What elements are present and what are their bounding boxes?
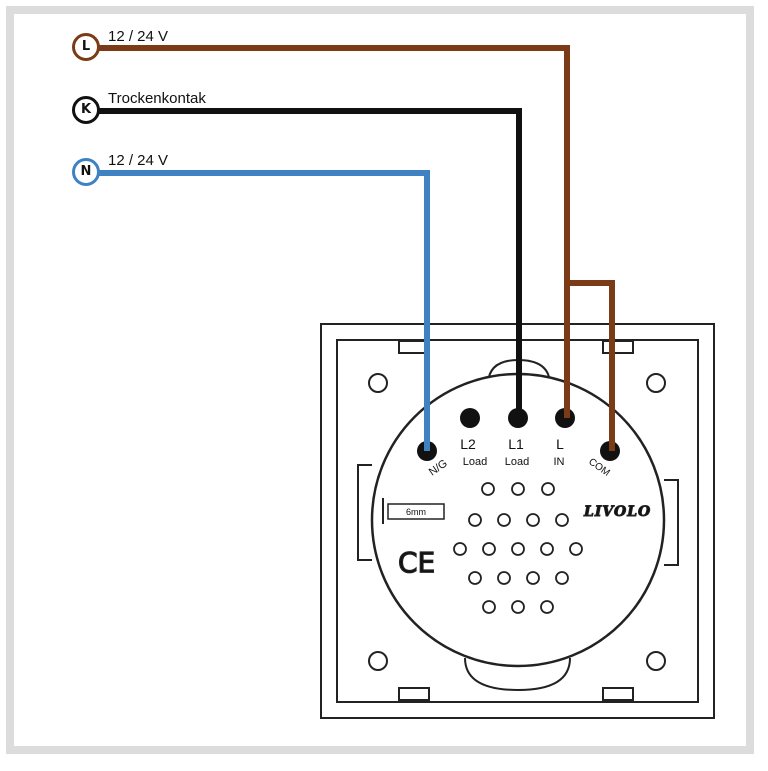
vent-holes [453,482,583,614]
brand-logo: LIVOLO [583,504,651,520]
screw-hole [368,373,388,393]
plate-tab [398,687,430,701]
dry-contact-badge: K [72,96,100,124]
screw-hole [368,651,388,671]
plate-tab [602,340,634,354]
terminal-label-l1: L1 [508,436,524,452]
screw-hole [646,373,666,393]
ce-mark: CE [398,546,435,579]
wire-label-k: Trockenkontak [108,90,206,107]
strip-gauge-label: 6mm [406,507,426,517]
screw-hole [646,651,666,671]
side-clip-right [664,479,679,566]
neutral-badge: N [72,158,100,186]
terminal-label-l: L [556,436,564,452]
image-border [6,6,754,754]
terminal-sub-in: IN [554,456,565,468]
terminal-sub-l1: Load [505,456,529,468]
wire-label-n: 12 / 24 V [108,152,168,169]
strip-gauge: 6mm [382,498,445,524]
live-badge: L [72,33,100,61]
terminal-sub-l2: Load [463,456,487,468]
side-clip-left [357,464,372,561]
wire-live [98,45,615,451]
terminal-label-l2: L2 [460,436,476,452]
wire-neutral [98,170,430,451]
plate-tab [602,687,634,701]
terminal-l2 [460,408,480,428]
wire-dry-contact [98,108,522,418]
wire-label-l: 12 / 24 V [108,28,168,45]
module-bottom-bump [464,657,571,692]
